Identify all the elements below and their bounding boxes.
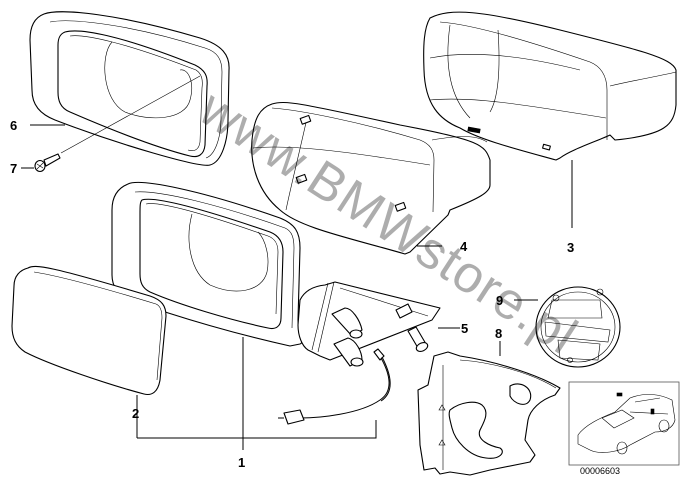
part-2-mirror-glass[interactable] (11, 265, 167, 396)
callout-4: 4 (460, 239, 468, 254)
part-9-motor[interactable] (535, 286, 621, 368)
part-5-screw[interactable] (407, 326, 429, 353)
callout-8: 8 (495, 326, 502, 341)
cable-connector (278, 348, 391, 425)
callout-5: 5 (461, 321, 468, 336)
callout-2: 2 (132, 406, 139, 421)
part-4-mirror-cap[interactable] (251, 101, 491, 255)
callout-7: 7 (10, 161, 17, 176)
part-7-screw[interactable] (34, 75, 201, 173)
drawing-number: 00006603 (580, 466, 620, 476)
part-6-mirror-frame[interactable] (29, 11, 230, 166)
car-inset-thumbnail (568, 381, 680, 466)
part-8-base-bracket[interactable] (417, 351, 561, 476)
callouts: 6 7 4 3 5 9 8 2 1 (10, 118, 574, 470)
callout-6: 6 (10, 118, 17, 133)
callout-3: 3 (567, 240, 574, 255)
callout-1: 1 (238, 455, 245, 470)
callout-9: 9 (496, 293, 503, 308)
part-3-mirror-cap[interactable] (423, 11, 677, 161)
